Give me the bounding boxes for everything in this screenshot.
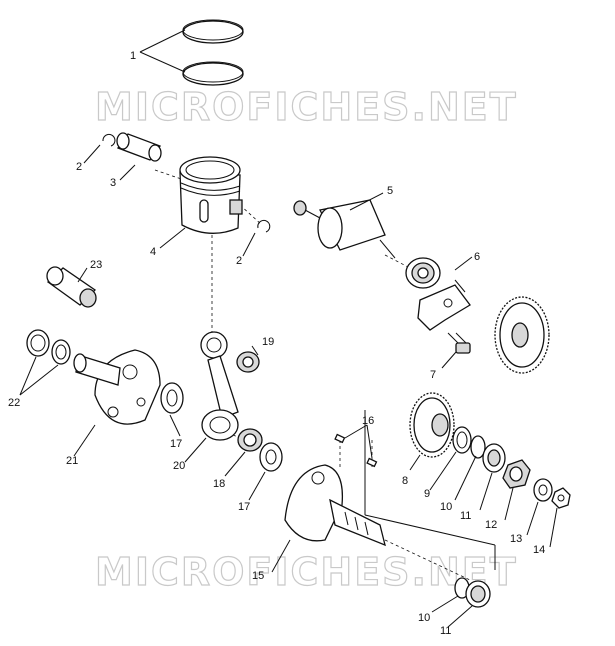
circlip-right[interactable] <box>257 219 271 233</box>
piston[interactable] <box>179 156 243 234</box>
leader-lines <box>19 29 558 628</box>
callout-5: 5 <box>387 185 393 197</box>
seal-upper[interactable] <box>470 435 486 459</box>
callout-20: 20 <box>173 460 185 472</box>
drive-gear[interactable] <box>494 296 550 374</box>
gear[interactable] <box>409 392 455 458</box>
washer-small[interactable] <box>533 478 553 502</box>
callout-18: 18 <box>213 478 225 490</box>
crank-pin[interactable] <box>46 266 97 308</box>
needle-bearing-upper[interactable] <box>236 351 260 373</box>
wrist-pin[interactable] <box>116 132 162 162</box>
bearing-lower[interactable] <box>465 580 491 608</box>
callout-2-right: 2 <box>236 255 242 267</box>
callout-11-lower: 11 <box>440 625 451 637</box>
callout-19: 19 <box>262 336 274 348</box>
callout-3: 3 <box>110 177 116 189</box>
nut[interactable] <box>502 459 531 489</box>
callout-22: 22 <box>8 397 20 409</box>
callout-9: 9 <box>424 488 430 500</box>
thrust-washer-left[interactable] <box>160 382 184 414</box>
callout-15: 15 <box>252 570 264 582</box>
callout-21: 21 <box>66 455 78 467</box>
crank-seals[interactable] <box>26 329 71 365</box>
callout-16: 16 <box>362 415 374 427</box>
starter-assembly[interactable] <box>293 199 396 259</box>
piston-rings[interactable] <box>182 19 244 86</box>
callout-23: 23 <box>90 259 102 271</box>
needle-bearing-lower[interactable] <box>237 428 263 452</box>
crankshaft-right-half[interactable] <box>284 464 386 547</box>
thrust-washer-right[interactable] <box>259 442 283 472</box>
washer[interactable] <box>452 426 472 454</box>
callout-labels: 1 2 3 4 2 5 6 7 8 9 10 11 12 13 14 15 16… <box>8 50 545 637</box>
watermark-top: MICROFICHES.NET <box>95 85 518 129</box>
callout-17: 17 <box>170 438 182 450</box>
crankshaft-left-half[interactable] <box>73 349 161 425</box>
watermark-bottom: MICROFICHES.NET <box>95 550 518 594</box>
starter-bearing[interactable] <box>405 257 441 289</box>
callout-6: 6 <box>474 251 480 263</box>
callout-2: 2 <box>76 161 82 173</box>
bracket[interactable] <box>417 279 471 331</box>
connecting-rod[interactable] <box>200 331 239 441</box>
callout-8: 8 <box>402 475 408 487</box>
callout-12: 12 <box>485 519 497 531</box>
bearing-upper[interactable] <box>482 443 506 473</box>
callout-13: 13 <box>510 533 522 545</box>
bolt[interactable] <box>447 332 471 354</box>
circlip-left[interactable] <box>102 133 116 147</box>
assembly-guide-lines <box>154 169 496 581</box>
callout-10: 10 <box>440 501 452 513</box>
nut-small[interactable] <box>551 487 571 509</box>
callout-1: 1 <box>130 50 136 62</box>
callout-4: 4 <box>150 246 156 258</box>
callout-14: 14 <box>533 544 545 556</box>
callout-7: 7 <box>430 369 436 381</box>
callout-10-lower: 10 <box>418 612 430 624</box>
dowel-pins[interactable] <box>334 433 378 468</box>
callout-17-right: 17 <box>238 501 250 513</box>
callout-11: 11 <box>460 510 471 522</box>
